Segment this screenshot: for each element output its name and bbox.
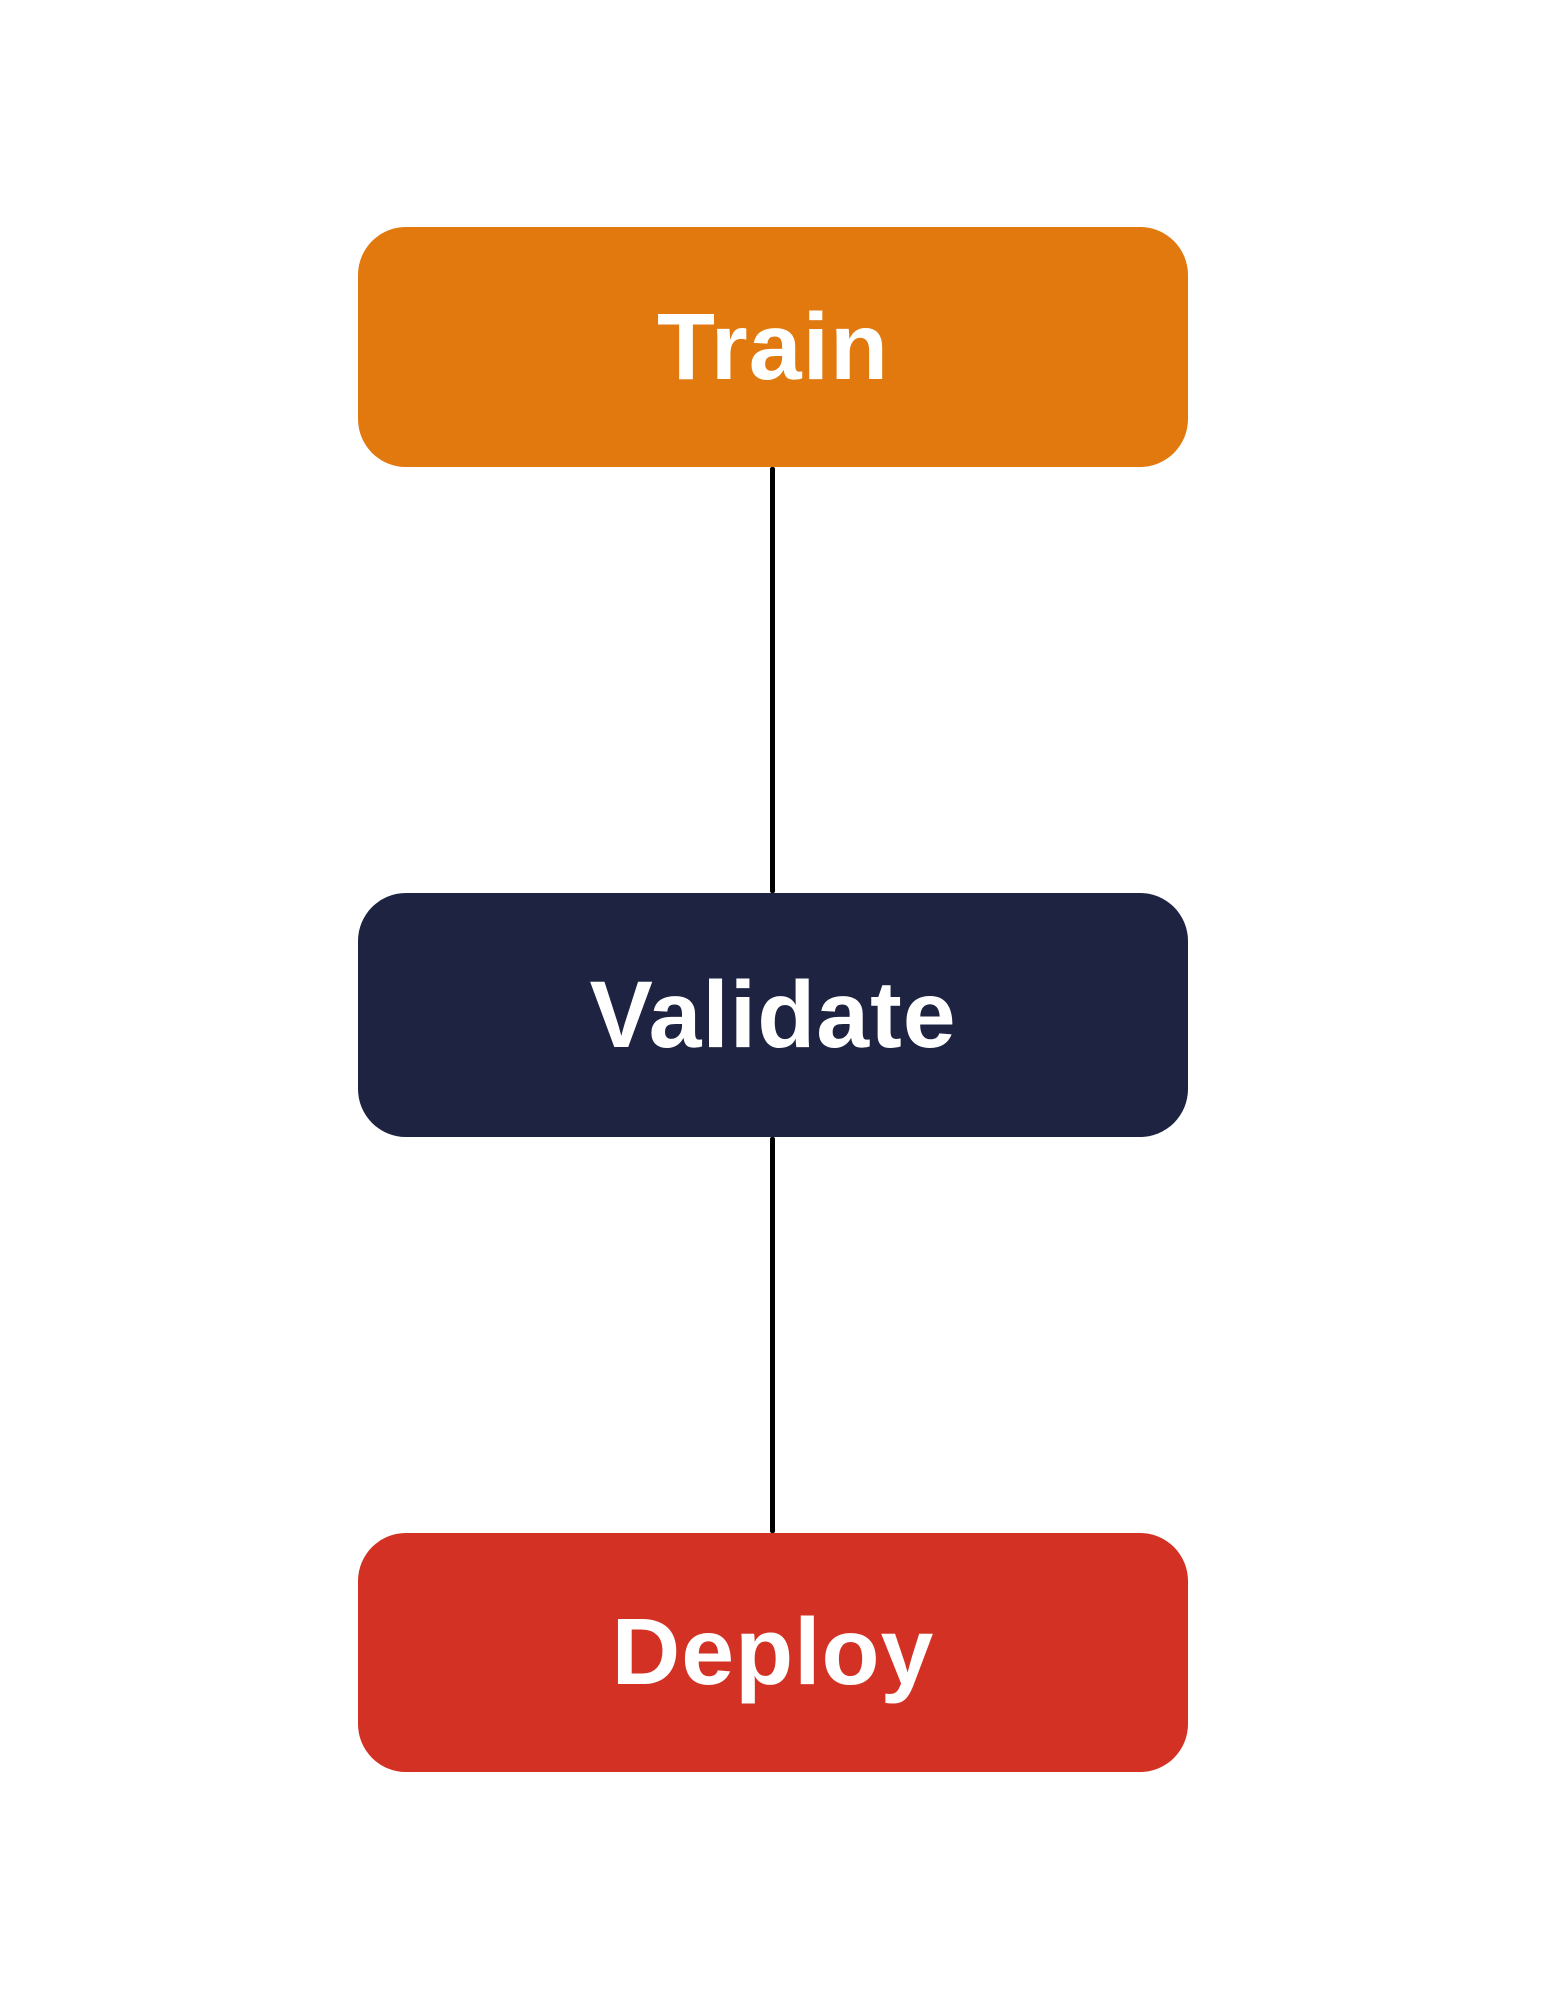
flow-node-train-label: Train <box>656 293 890 400</box>
flow-node-train: Train <box>358 227 1188 467</box>
flow-node-validate-label: Validate <box>589 961 957 1068</box>
flow-node-deploy: Deploy <box>358 1533 1188 1772</box>
flow-node-deploy-label: Deploy <box>611 1599 935 1705</box>
connector-validate-deploy <box>770 1137 775 1533</box>
flow-node-validate: Validate <box>358 893 1188 1137</box>
connector-train-validate <box>770 467 775 893</box>
